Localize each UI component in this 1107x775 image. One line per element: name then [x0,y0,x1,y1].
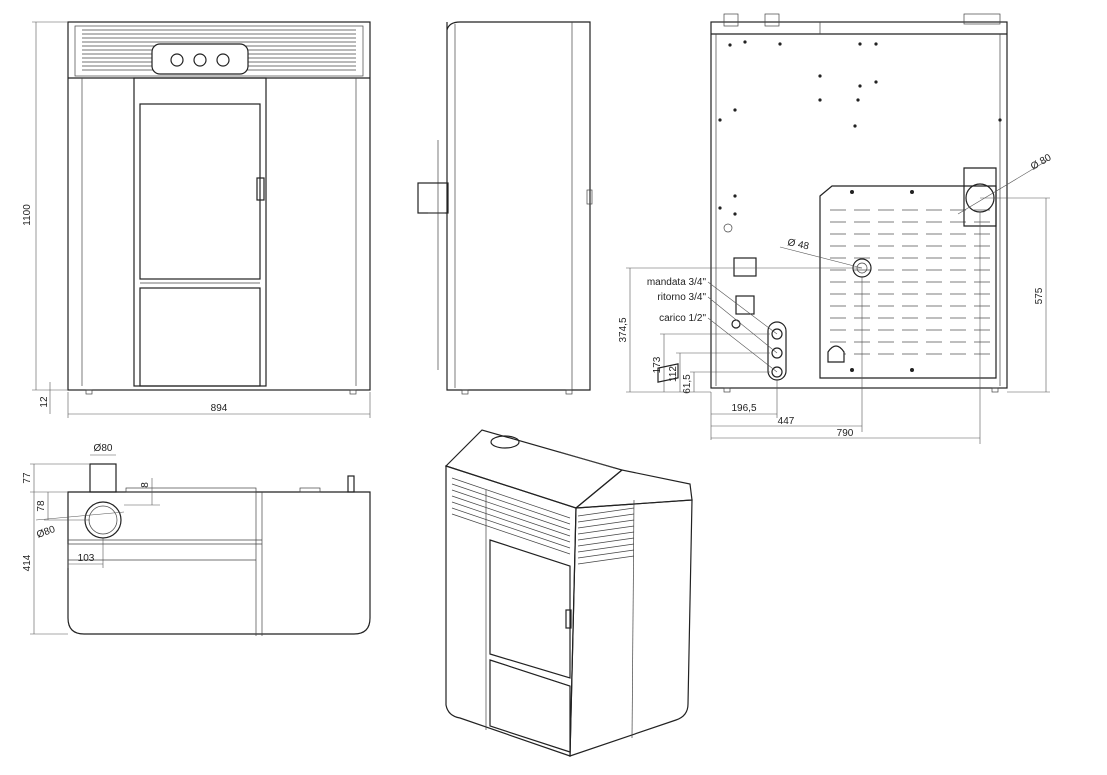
dim-575: 575 [1034,287,1045,304]
grille-slots [830,209,991,355]
control-panel [151,43,249,75]
label-carico: carico 1/2" [659,313,706,324]
dim-height: 1100 [22,204,33,226]
side-view [417,21,593,395]
top-flue-pipe [89,463,117,493]
front-view: 1100 12 894 [22,21,371,418]
back-view: Ø 80 Ø 48 [618,13,1054,444]
control-knob-icon [193,53,207,67]
dim-8: 8 [140,482,151,488]
dim-173: 173 [652,356,663,373]
pump-box [733,257,757,277]
top-view: Ø80 Ø80 77 414 78 8 103 [22,443,371,636]
dim-112: 112 [668,366,679,382]
dim-447: 447 [778,416,795,427]
iso-door [489,539,571,679]
control-knob-icon [170,53,184,67]
dim-414: 414 [22,554,33,571]
dim-3745: 374,5 [618,317,629,342]
dim-790: 790 [837,428,854,439]
dim-foot: 12 [39,396,50,408]
dim-77: 77 [22,472,33,484]
dim-78: 78 [36,500,47,512]
door-handle-icon [256,177,265,201]
fire-door [139,103,261,280]
back-flue-dia: Ø 80 [1029,152,1054,173]
iso-side-handle-icon [657,363,679,383]
dim-width: 894 [211,403,228,414]
flue-pipe [417,182,449,214]
top-side-dia: Ø80 [35,524,57,541]
label-mandata: mandata 3/4" [647,277,707,288]
isometric-view [444,363,693,757]
dim-1965: 196,5 [731,403,756,414]
rear-grille-panel [819,185,997,379]
dim-615: 61,5 [682,374,693,394]
side-flue-outlet-icon [84,501,122,539]
dim-103: 103 [78,553,95,564]
carico-connection-icon [771,366,783,378]
control-knob-icon [216,53,230,67]
mandata-connection-icon [771,328,783,340]
back-outlet-dia: Ø 48 [786,237,810,252]
ritorno-connection-icon [771,347,783,359]
iso-door-handle-icon [565,609,572,629]
iso-flue-icon [490,435,520,449]
label-ritorno: ritorno 3/4" [657,292,706,303]
top-flue-dia: Ø80 [94,443,113,454]
iso-grille [451,477,635,565]
